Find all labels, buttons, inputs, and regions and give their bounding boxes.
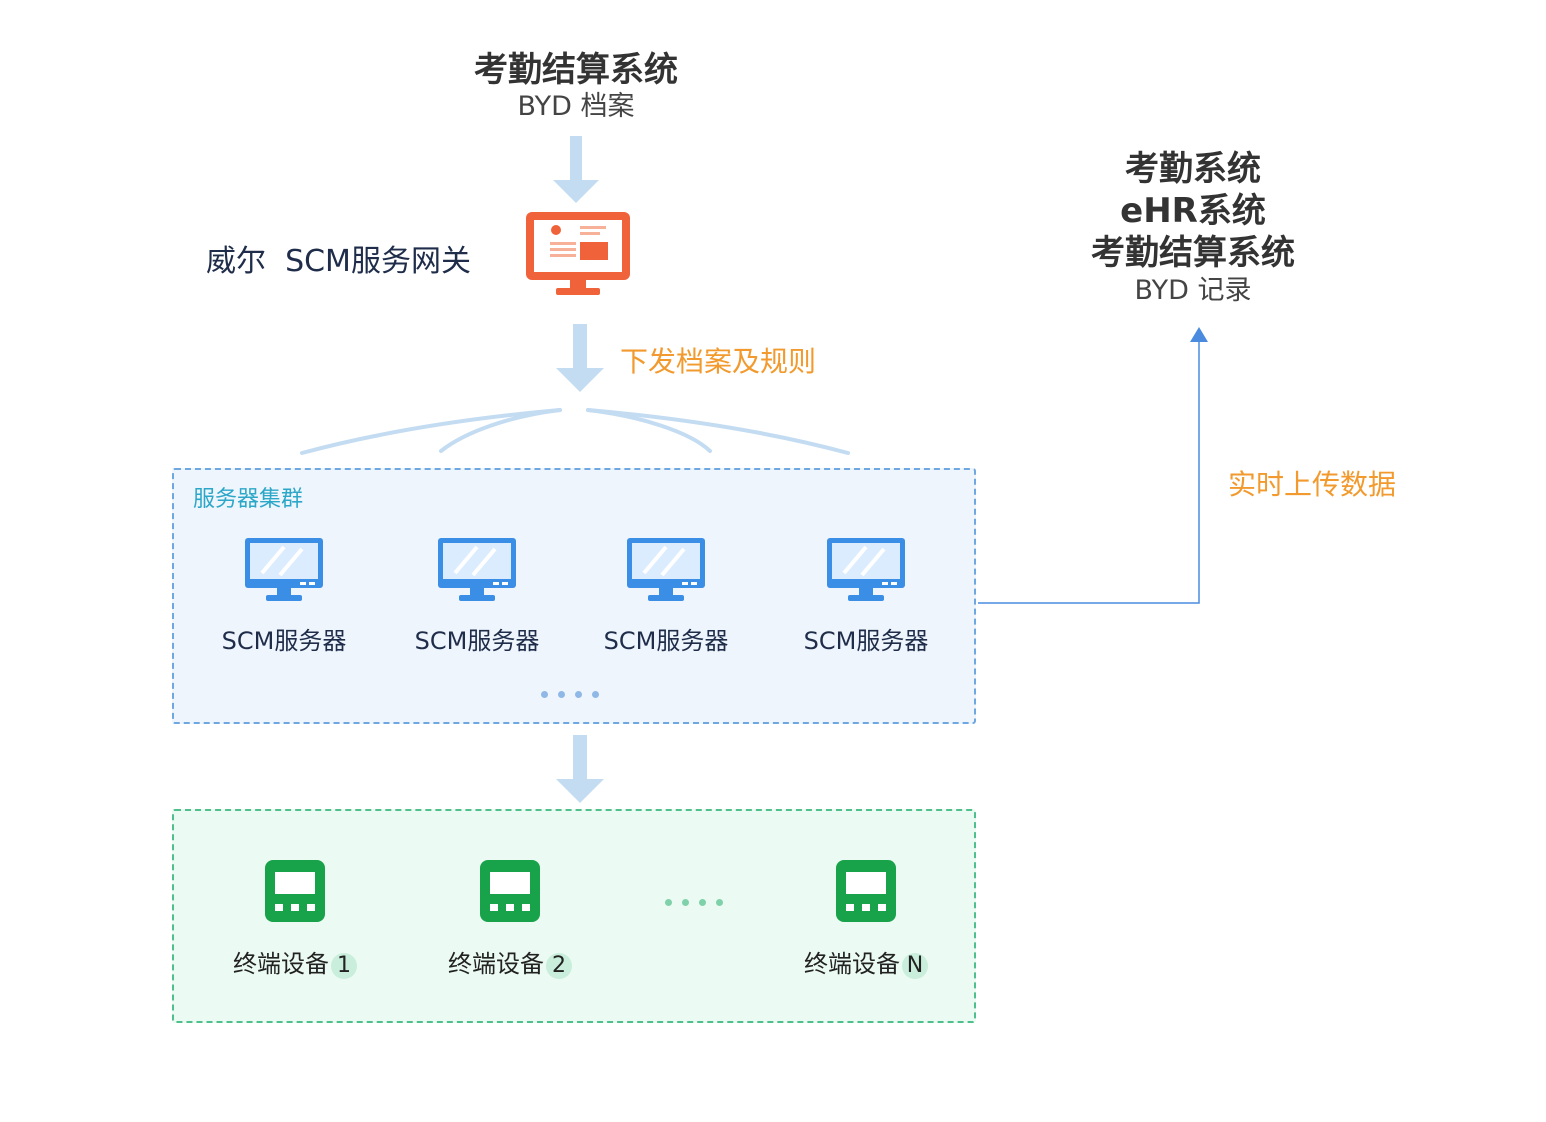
server-2: SCM服务器 xyxy=(397,537,557,656)
top-source: 考勤结算系统 BYD 档案 xyxy=(426,50,726,124)
fan-out-curves xyxy=(300,408,850,455)
terminal-label-text: 终端设备 xyxy=(448,950,544,978)
server-1: SCM服务器 xyxy=(204,537,364,656)
gateway-monitor-icon xyxy=(526,212,630,295)
terminal-badge: 2 xyxy=(546,953,572,979)
server-label: SCM服务器 xyxy=(221,627,347,655)
dot xyxy=(682,899,689,906)
cluster-title: 服务器集群 xyxy=(193,487,304,512)
server-label: SCM服务器 xyxy=(603,627,729,655)
destination-line-3: 考勤结算系统 xyxy=(1091,233,1295,273)
dot xyxy=(541,691,548,698)
server-monitor-icon xyxy=(627,538,705,601)
destination-line-2: eHR系统 xyxy=(1120,191,1266,231)
upload-label: 实时上传数据 xyxy=(1228,468,1397,501)
server-4: SCM服务器 xyxy=(786,537,946,656)
dot xyxy=(592,691,599,698)
server-monitor-icon xyxy=(827,538,905,601)
terminal-label-text: 终端设备 xyxy=(804,950,900,978)
down-arrow-2 xyxy=(556,324,604,392)
upload-line xyxy=(978,327,1208,604)
terminal-badge: N xyxy=(902,953,928,979)
cluster-more-dots xyxy=(541,691,599,698)
server-label: SCM服务器 xyxy=(414,627,540,655)
down-arrow-1 xyxy=(553,136,599,203)
server-monitor-icon xyxy=(245,538,323,601)
server-monitor-icon xyxy=(438,538,516,601)
server-3: SCM服务器 xyxy=(586,537,746,656)
top-source-subtitle: BYD 档案 xyxy=(517,91,635,122)
terminal-device-icon xyxy=(265,860,325,922)
dot xyxy=(716,899,723,906)
destination-subtitle: BYD 记录 xyxy=(1134,275,1252,306)
down-arrow-3 xyxy=(556,735,604,803)
dot xyxy=(558,691,565,698)
dot xyxy=(575,691,582,698)
terminal-more-dots xyxy=(665,899,723,906)
terminal-device-icon xyxy=(836,860,896,922)
gateway-label: 威尔 SCM服务网关 xyxy=(206,244,471,279)
destination: 考勤系统 eHR系统 考勤结算系统 BYD 记录 xyxy=(1043,148,1343,308)
dot xyxy=(699,899,706,906)
server-label: SCM服务器 xyxy=(803,627,929,655)
server-cluster xyxy=(172,468,976,724)
top-source-title: 考勤结算系统 xyxy=(474,50,678,90)
terminal-badge: 1 xyxy=(331,953,357,979)
terminal-device-icon xyxy=(480,860,540,922)
dot xyxy=(665,899,672,906)
terminal-label-text: 终端设备 xyxy=(233,950,329,978)
destination-line-1: 考勤系统 xyxy=(1125,149,1261,189)
distribute-label: 下发档案及规则 xyxy=(620,345,817,378)
